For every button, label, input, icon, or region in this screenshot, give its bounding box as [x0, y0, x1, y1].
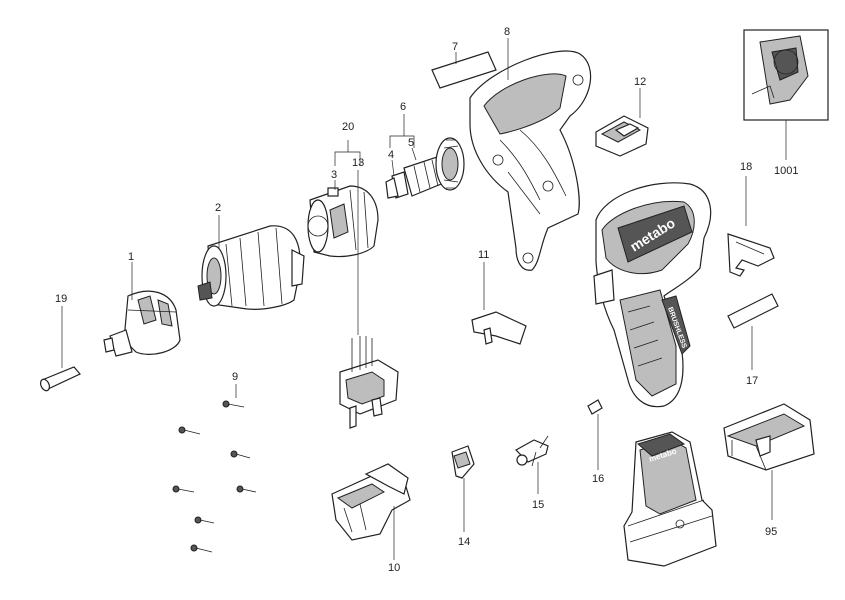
screw: [194, 516, 215, 524]
part-number-6: 6: [400, 101, 406, 113]
part-number-9: 9: [232, 371, 238, 383]
part-95-battery-pack: [723, 403, 815, 520]
part-1-keyless-chuck: [103, 262, 181, 357]
part-number-4: 4: [388, 149, 394, 161]
part-number-2: 2: [215, 202, 221, 214]
part-number-3: 3: [331, 169, 337, 181]
part-1001-label-sheet: [743, 29, 829, 160]
screw: [172, 485, 195, 493]
part-17-label: [727, 293, 779, 370]
part-15-led-lamp: [515, 435, 549, 494]
screw: [230, 450, 251, 459]
assembled-drill-body: metabo BRUSHLESS: [593, 182, 712, 408]
screw: [236, 485, 257, 493]
part-9-screw-set: [172, 384, 257, 553]
part-number-10: 10: [388, 562, 400, 574]
bracket-20-leader: [334, 140, 361, 166]
part-12-switch: [595, 88, 649, 157]
part-number-14: 14: [458, 536, 470, 548]
part-number-18: 18: [740, 161, 752, 173]
part-18-belt-hook: [727, 176, 775, 277]
part-number-8: 8: [504, 26, 510, 38]
part-13-electronic-module: [339, 336, 399, 429]
part-number-20: 20: [342, 121, 354, 133]
part-number-1: 1: [128, 251, 134, 263]
screw: [222, 400, 245, 408]
part-10-terminal-holder: [331, 463, 411, 560]
part-number-17: 17: [746, 375, 758, 387]
part-2-gearbox: [197, 215, 305, 310]
part-3-motor-stator: [307, 180, 379, 258]
part-number-11: 11: [478, 249, 489, 261]
part-number-1001: 1001: [774, 165, 798, 177]
part-7-label: [431, 51, 497, 89]
part-number-15: 15: [532, 499, 544, 511]
part-16-small-spring: [587, 399, 603, 470]
part-number-16: 16: [592, 473, 604, 485]
part-number-5: 5: [408, 137, 414, 149]
part-19-bit-sleeve: [39, 306, 81, 392]
part-number-95: 95: [765, 526, 777, 538]
screw: [178, 426, 201, 435]
part-number-7: 7: [452, 41, 458, 53]
part-8-housing-half: [469, 38, 592, 271]
part-14-switch-knob: [451, 445, 475, 532]
battery-pack-large: metabo: [623, 431, 717, 567]
part-number-12: 12: [634, 76, 646, 88]
part-11-clip: [471, 262, 527, 345]
part-number-13: 13: [352, 157, 364, 169]
part-number-19: 19: [55, 293, 67, 305]
part-6-rotor-assembly: [385, 114, 465, 199]
part-number-labels: 1 2 3 4 5 6 7 8 9 10 11 12 13 14 15 16 1…: [55, 26, 798, 574]
screw: [190, 544, 213, 553]
